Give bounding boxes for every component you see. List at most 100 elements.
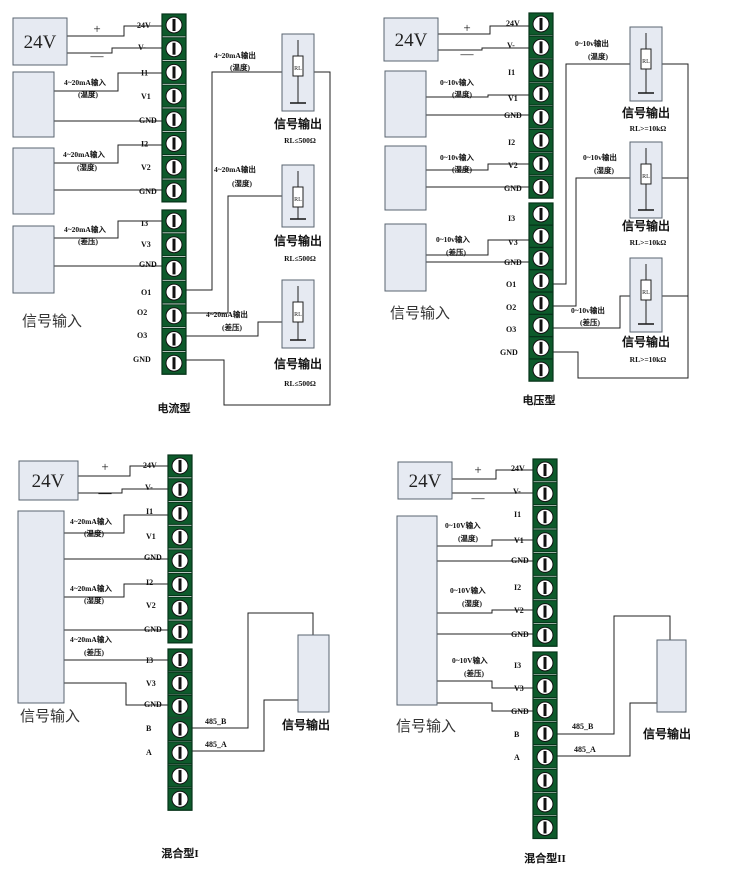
wire — [186, 195, 282, 314]
current-out3-sub: (差压) — [222, 322, 242, 332]
current-term-8: GND — [139, 260, 157, 269]
current-term-10: O2 — [137, 308, 147, 317]
current-term-5: GND — [139, 187, 157, 196]
voltage-strip-upper-terminal-3 — [528, 82, 554, 106]
mixed1-term-3: I2 — [146, 578, 153, 587]
mixed2-strip-upper-terminal-6 — [532, 600, 558, 624]
voltage-term-2: GND — [504, 111, 522, 120]
voltage-input-box-1 — [384, 70, 427, 138]
mixed1-strip-lower-terminal-2 — [167, 694, 193, 718]
wire — [553, 177, 630, 307]
voltage-plus-label: + — [463, 20, 470, 35]
mixed1-title: 混合型I — [161, 846, 198, 860]
current-term-12: GND — [133, 355, 151, 364]
voltage-strip-lower-terminal-4 — [528, 291, 554, 315]
voltage-input-box-3 — [384, 223, 427, 292]
wire — [54, 72, 162, 92]
voltage-strip-upper-terminal-7 — [528, 175, 554, 199]
mixed1-in1-label: 4~20mA输入 — [70, 516, 112, 526]
mixed1-strip-upper-terminal-4 — [167, 549, 193, 573]
wire — [437, 609, 533, 614]
current-strip-upper-terminal-7 — [161, 179, 187, 203]
wire — [438, 25, 529, 35]
current-signal-input: 信号输入 — [22, 313, 82, 330]
voltage-term-11: O3 — [506, 325, 516, 334]
wire — [192, 699, 298, 752]
voltage-resistor-3-label: RL — [642, 290, 650, 296]
voltage-out1-label: 0~10v输出 — [575, 38, 609, 48]
mixed1-strip-lower — [167, 648, 193, 811]
mixed2-term-1: V1 — [514, 536, 524, 545]
wire — [553, 295, 630, 329]
mixed1-minus-label: — — [98, 485, 113, 500]
voltage-24v-box — [383, 17, 439, 62]
current-strip-lower-terminal-3 — [161, 280, 187, 304]
mixed2-strip-upper — [532, 458, 558, 647]
mixed2-signal-input: 信号输入 — [396, 718, 456, 735]
current-term-2: GND — [139, 116, 157, 125]
mixed2-term-24v: 24V — [511, 464, 525, 473]
wire — [437, 680, 533, 689]
wire — [438, 47, 529, 51]
current-out3-label: 4~20mA输出 — [206, 309, 248, 319]
voltage-term-9: O1 — [506, 280, 516, 289]
voltage-strip-upper-terminal-2 — [528, 59, 554, 83]
current-24v-box — [12, 17, 68, 66]
mixed2-term-5: GND — [511, 630, 529, 639]
voltage-resistor-1-label: RL — [642, 59, 650, 65]
wire — [78, 488, 168, 494]
mixed1-term-a: A — [146, 748, 152, 757]
mixed1-in1-sub: (温度) — [84, 528, 104, 538]
current-in2-sub: (湿度) — [77, 162, 97, 172]
mixed1-term-4: V2 — [146, 601, 156, 610]
current-resistor-2b: RL — [281, 164, 315, 228]
current-strip-lower-terminal-1 — [161, 233, 187, 257]
mixed2-term-2: GND — [511, 556, 529, 565]
voltage-term-4: V2 — [508, 161, 518, 170]
current-resistor-1: RL — [281, 33, 315, 112]
voltage-strip-lower-terminal-0 — [528, 202, 554, 226]
voltage-input-box-2 — [384, 145, 427, 211]
mixed2-title: 混合型II — [524, 851, 566, 865]
current-in1-label: 4~20mA输入 — [64, 77, 106, 87]
wire — [54, 220, 162, 239]
current-rl-2: RL≤500Ω — [284, 254, 316, 263]
voltage-out3-label: 0~10v输出 — [571, 305, 605, 315]
mixed2-strip-lower-terminal-3 — [532, 722, 558, 745]
mixed1-term-24v: 24V — [143, 461, 157, 470]
current-out1-title: 信号输出 — [274, 116, 322, 131]
mixed2-in2-label: 0~10V输入 — [450, 585, 486, 595]
voltage-resistor-2: RL — [629, 141, 663, 219]
voltage-term-1: V1 — [508, 94, 518, 103]
mixed1-in2-label: 4~20mA输入 — [70, 583, 112, 593]
wire — [426, 239, 529, 256]
voltage-rl-3: RL>=10kΩ — [630, 355, 667, 364]
voltage-term-5: GND — [504, 184, 522, 193]
mixed2-in1-sub: (温度) — [458, 533, 478, 543]
mixed1-term-b: B — [146, 724, 152, 733]
mixed2-strip-upper-terminal-0 — [532, 458, 558, 482]
voltage-resistor-1: RL — [629, 26, 663, 102]
mixed2-term-4: V2 — [514, 606, 524, 615]
voltage-out2-sub: (湿度) — [594, 165, 614, 175]
voltage-strip-upper-terminal-6 — [528, 152, 554, 176]
current-term-vminus: V- — [138, 43, 146, 52]
mixed2-strip-upper-terminal-1 — [532, 482, 558, 506]
mixed1-485b-label: 485_B — [205, 717, 227, 726]
mixed2-strip-lower-terminal-6 — [532, 792, 558, 816]
mixed2-input-box — [396, 515, 438, 706]
wire — [186, 71, 282, 291]
current-24v-label: 24V — [24, 32, 57, 53]
mixed2-term-7: V3 — [514, 684, 524, 693]
mixed1-strip-lower-terminal-0 — [167, 648, 193, 672]
mixed2-in1-label: 0~10V输入 — [445, 520, 481, 530]
voltage-signal-input: 信号输入 — [390, 305, 450, 322]
wire — [553, 63, 689, 379]
current-term-3: I2 — [141, 140, 148, 149]
current-out3-title: 信号输出 — [274, 356, 322, 371]
mixed1-strip-upper-terminal-3 — [167, 525, 193, 549]
mixed1-term-6: I3 — [146, 656, 153, 665]
voltage-strip-upper-terminal-0 — [528, 12, 554, 36]
